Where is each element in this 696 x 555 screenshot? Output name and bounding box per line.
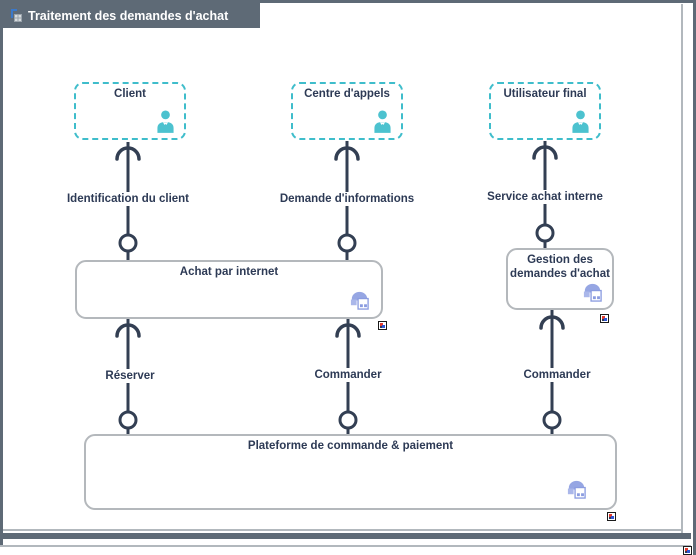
business-actor-icon xyxy=(571,109,590,134)
business-actor-icon xyxy=(156,109,175,134)
actor-box-centre-appels[interactable]: Centre d'appels xyxy=(291,82,403,140)
application-icon xyxy=(349,288,370,311)
app-box-achat-par-internet[interactable]: Achat par internet xyxy=(75,260,383,319)
link-badge-icon[interactable] xyxy=(600,314,609,323)
interface-label-commander-1[interactable]: Commander xyxy=(311,368,385,382)
interface-label-reserver[interactable]: Réserver xyxy=(102,369,158,383)
window-bottom-line xyxy=(0,545,691,547)
actor-box-utilisateur-final[interactable]: Utilisateur final xyxy=(489,82,601,140)
canvas-right-edge xyxy=(681,4,683,538)
window-title: Traitement des demandes d'achat xyxy=(28,8,229,23)
actor-label: Utilisateur final xyxy=(503,88,587,100)
link-badge-icon[interactable] xyxy=(378,321,387,330)
actor-box-client[interactable]: Client xyxy=(74,82,186,140)
app-label: Gestion des demandes d'achat xyxy=(510,254,610,281)
diagram-icon xyxy=(9,8,24,23)
business-actor-icon xyxy=(373,109,392,134)
actor-label: Centre d'appels xyxy=(304,88,390,100)
interface-label-service-achat-interne[interactable]: Service achat interne xyxy=(484,190,606,204)
link-badge-icon[interactable] xyxy=(607,512,616,521)
interface-label-commander-2[interactable]: Commander xyxy=(520,368,594,382)
app-box-plateforme-commande-paiement[interactable]: Plateforme de commande & paiement xyxy=(84,434,617,510)
actor-label: Client xyxy=(114,88,146,100)
application-icon xyxy=(566,477,587,500)
window-border-right xyxy=(693,0,696,555)
app-label: Plateforme de commande & paiement xyxy=(247,440,454,452)
window-border-left xyxy=(0,0,3,547)
app-label: Achat par internet xyxy=(179,266,279,278)
app-box-gestion-demandes-achat[interactable]: Gestion des demandes d'achat xyxy=(506,248,614,310)
corner-badge-icon[interactable] xyxy=(683,546,692,555)
horizontal-scrollbar[interactable] xyxy=(2,533,691,539)
window-border-top xyxy=(0,0,696,3)
title-bar: Traitement des demandes d'achat xyxy=(3,3,260,28)
application-icon xyxy=(582,280,603,303)
interface-label-demande-informations[interactable]: Demande d'informations xyxy=(276,192,418,206)
canvas-bottom-edge xyxy=(3,529,682,531)
interface-label-identification-du-client[interactable]: Identification du client xyxy=(63,192,193,206)
